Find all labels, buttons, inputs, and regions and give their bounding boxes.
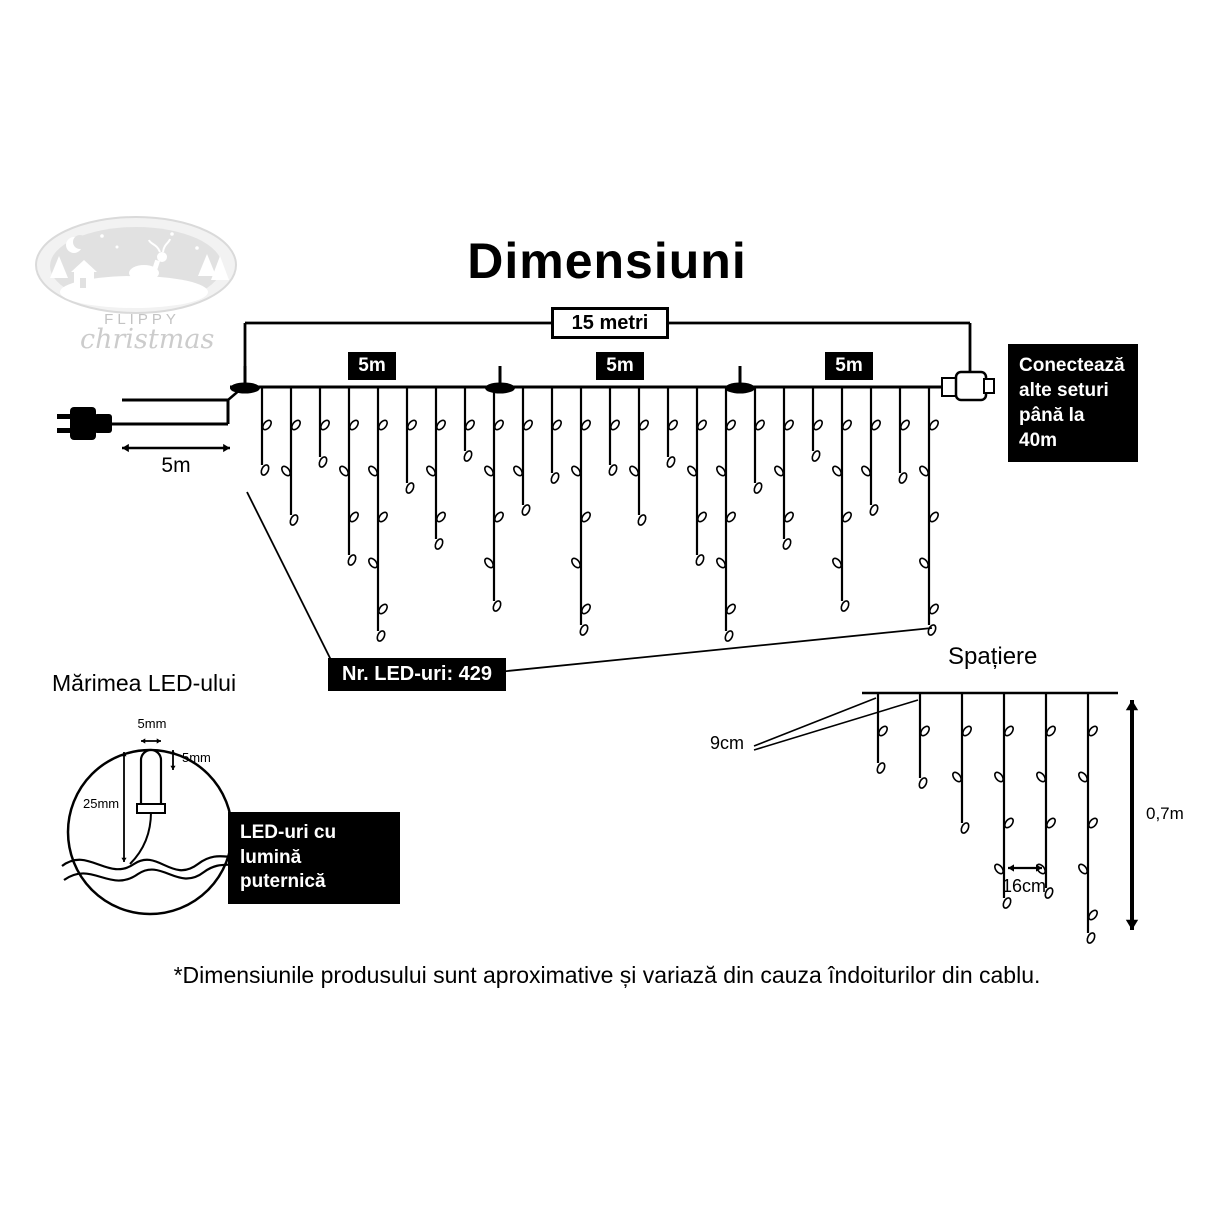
section-length-label: 5m bbox=[825, 352, 873, 380]
logo-brand-bottom: christmas bbox=[80, 324, 215, 355]
lead-length-label: 5m bbox=[161, 454, 191, 477]
logo-art bbox=[35, 216, 237, 314]
connect-more-sets-box: Conectează alte seturi până la 40m bbox=[1008, 344, 1138, 463]
led-height-label: 25mm bbox=[83, 796, 120, 811]
spacing-gap-label: 9cm bbox=[710, 733, 745, 753]
led-size-title: Mărimea LED-ului bbox=[52, 670, 237, 696]
page-title: Dimensiuni bbox=[467, 233, 747, 289]
power-plug-lead bbox=[57, 387, 243, 453]
spacing-title: Spațiere bbox=[948, 643, 1038, 670]
tree-icon bbox=[50, 256, 68, 278]
spacing-drop-label: 0,7m bbox=[1146, 804, 1184, 823]
led-width-label: 5mm bbox=[137, 716, 167, 731]
section-length-label: 5m bbox=[596, 352, 644, 380]
icicle-curtain bbox=[260, 387, 939, 642]
tree-icon bbox=[198, 254, 216, 276]
end-connector bbox=[941, 370, 995, 402]
led-size-detail bbox=[61, 738, 243, 916]
logo-brand-top: FLIPPY bbox=[104, 311, 180, 328]
led-count-box: Nr. LED-uri: 429 bbox=[328, 658, 507, 691]
total-length-label: 15 metri bbox=[551, 307, 669, 339]
led-cap-label: 5mm bbox=[182, 750, 211, 765]
led-count-pointer-lines bbox=[246, 491, 933, 675]
spacing-diagram bbox=[753, 691, 1139, 944]
spacing-horizontal-label: 16cm bbox=[1001, 876, 1046, 896]
reindeer-icon bbox=[129, 238, 171, 290]
disclaimer-text: *Dimensiunile produsului sunt aproximati… bbox=[173, 962, 1041, 988]
bright-led-box: LED-uri cu lumină puternică bbox=[228, 812, 400, 905]
section-length-label: 5m bbox=[348, 352, 396, 380]
tree-icon bbox=[211, 256, 229, 280]
